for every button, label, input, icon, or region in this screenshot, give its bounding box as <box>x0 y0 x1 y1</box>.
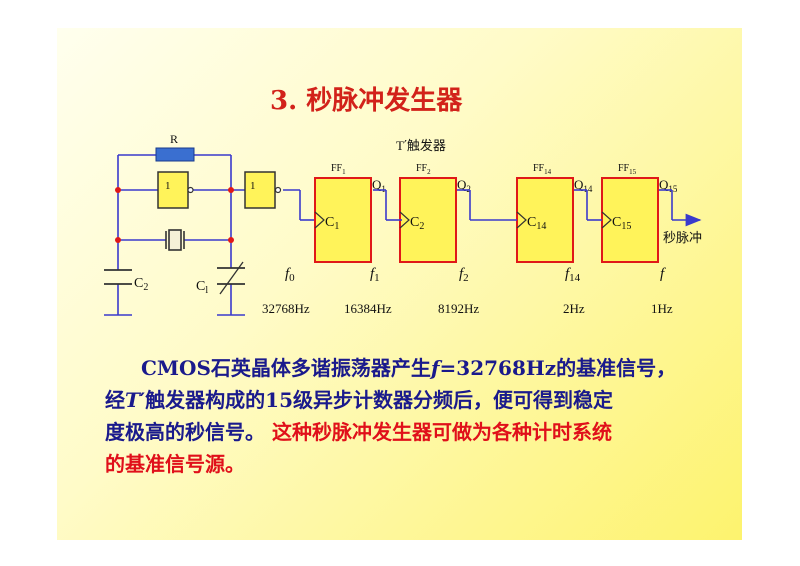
flipflop-name: FF15 <box>618 163 637 176</box>
q-output-label: Q14 <box>574 177 593 194</box>
frequency-symbol: f14 <box>565 266 581 284</box>
oscillator-wiring <box>117 154 315 315</box>
paragraph-highlight: 的基准信号源。 <box>105 452 245 476</box>
clock-input-label: C1 <box>325 215 339 232</box>
paragraph-line-4: 的基准信号源。 <box>105 448 725 480</box>
flipflop-name: FF2 <box>416 163 431 176</box>
frequency-symbol: f0 <box>285 266 295 284</box>
frequency-labels: f0 32768Hz f1 16384Hz f2 8192Hz f14 2Hz f 1Hz <box>262 266 673 316</box>
not-gate-1-bubble <box>187 186 194 194</box>
not-gate-1-label: 1 <box>165 180 171 192</box>
resistor-label: R <box>170 132 178 146</box>
flipflop-name: FF14 <box>533 163 552 176</box>
resistor <box>155 147 195 162</box>
capacitor-c1-label: Cl <box>196 279 208 296</box>
counter-wiring <box>373 189 702 227</box>
slide-background <box>57 28 742 540</box>
paragraph-line-1: CMOS石英晶体多谐振荡器产生f=32768Hz的基准信号， <box>105 352 725 384</box>
q-output-label: Q2 <box>457 177 471 194</box>
not-gate-2-bubble <box>274 186 282 194</box>
clock-input-label: C15 <box>612 215 631 232</box>
crystal <box>165 229 185 251</box>
capacitor-c2 <box>104 269 132 285</box>
paragraph-symbol-f: f <box>430 356 440 380</box>
frequency-value: 8192Hz <box>438 301 479 316</box>
frequency-value: 16384Hz <box>344 301 392 316</box>
frequency-value: 32768Hz <box>262 301 310 316</box>
q-output-label: Q1 <box>372 177 386 194</box>
frequency-symbol: f1 <box>370 266 380 284</box>
paragraph-text: 经 <box>105 388 125 412</box>
not-gate-1 <box>157 171 189 209</box>
paragraph-text: CMOS石英晶体多谐振荡器产生 <box>141 356 431 380</box>
paragraph-text: ′触发器构成的15级异步计数器分频后，便可得到稳定 <box>139 388 613 412</box>
description-paragraph: CMOS石英晶体多谐振荡器产生f=32768Hz的基准信号， 经T′触发器构成的… <box>105 352 725 480</box>
frequency-symbol: f <box>660 266 666 282</box>
flipflop-name: FF1 <box>331 163 346 176</box>
paragraph-symbol-t: T <box>125 388 140 412</box>
paragraph-text: 度极高的秒信号。 <box>105 420 265 444</box>
clock-input-label: C14 <box>527 215 546 232</box>
frequency-value: 2Hz <box>563 301 585 316</box>
output-label: 秒脉冲 <box>663 231 702 246</box>
not-gate-2 <box>244 171 276 209</box>
clock-input-label: C2 <box>410 215 424 232</box>
paragraph-line-3: 度极高的秒信号。 这种秒脉冲发生器可做为各种计时系统 <box>105 416 725 448</box>
paragraph-line-2: 经T′触发器构成的15级异步计数器分频后，便可得到稳定 <box>105 384 725 416</box>
page-title: 3. 秒脉冲发生器 <box>270 86 463 116</box>
q-output-label: Q15 <box>659 177 678 194</box>
not-gate-2-label: 1 <box>250 180 256 192</box>
frequency-symbol: f2 <box>459 266 469 284</box>
capacitor-c2-label: C2 <box>134 276 148 293</box>
capacitor-c1 <box>217 261 245 295</box>
frequency-value: 1Hz <box>651 301 673 316</box>
paragraph-highlight: 这种秒脉冲发生器可做为各种计时系统 <box>271 420 612 444</box>
junction-dots <box>115 187 234 243</box>
trigger-title: T′触发器 <box>396 138 446 154</box>
paragraph-text: =32768Hz的基准信号， <box>439 356 677 380</box>
